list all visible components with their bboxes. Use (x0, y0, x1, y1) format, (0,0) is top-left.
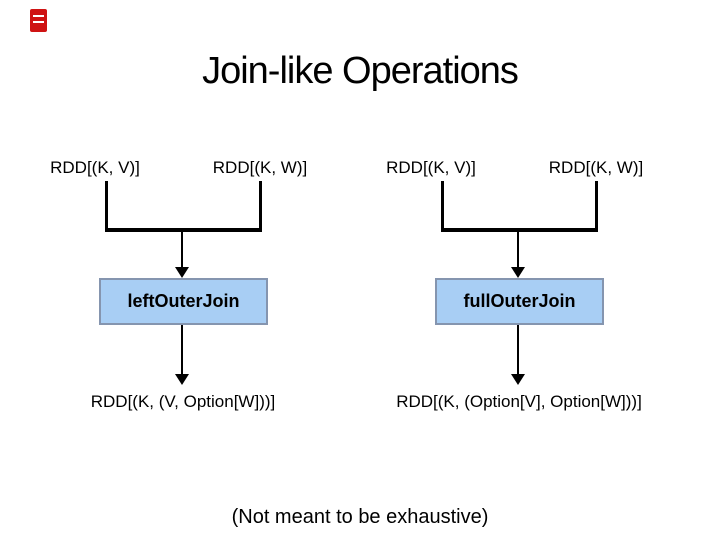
arrow-line (517, 232, 519, 267)
diagram-full-outer-join: RDD[(K, V)] RDD[(K, W)] fullOuterJoin RD… (381, 155, 657, 425)
connector-line (259, 181, 262, 232)
operation-box: leftOuterJoin (99, 278, 268, 325)
operation-label: fullOuterJoin (463, 291, 576, 311)
arrow-down-icon (175, 267, 189, 278)
arrow-line (181, 325, 183, 374)
input-rdd-label: RDD[(K, V)] (50, 158, 140, 177)
operation-box: fullOuterJoin (435, 278, 604, 325)
input-rdd-label: RDD[(K, W)] (212, 158, 308, 177)
connector-join-bar (441, 228, 598, 232)
diagram-left-outer-join: RDD[(K, V)] RDD[(K, W)] leftOuterJoin RD… (45, 155, 321, 425)
arrow-down-icon (175, 374, 189, 385)
badge-mark (33, 21, 44, 23)
operation-label: leftOuterJoin (127, 291, 240, 311)
slide-footer: (Not meant to be exhaustive) (231, 506, 489, 528)
input-rdd-label: RDD[(K, W)] (548, 158, 644, 177)
arrow-down-icon (511, 267, 525, 278)
connector-join-bar (105, 228, 262, 232)
output-rdd-label: RDD[(K, (V, Option[W]))] (90, 392, 276, 411)
arrow-line (517, 325, 519, 374)
slide-title: Join-like Operations (202, 50, 519, 92)
red-slide-badge-icon (30, 9, 47, 32)
arrow-line (181, 232, 183, 267)
arrow-down-icon (511, 374, 525, 385)
badge-mark (33, 15, 44, 17)
input-rdd-label: RDD[(K, V)] (386, 158, 476, 177)
connector-line (595, 181, 598, 232)
output-rdd-label: RDD[(K, (Option[V], Option[W]))] (396, 392, 642, 411)
connector-line (441, 181, 444, 232)
connector-line (105, 181, 108, 232)
